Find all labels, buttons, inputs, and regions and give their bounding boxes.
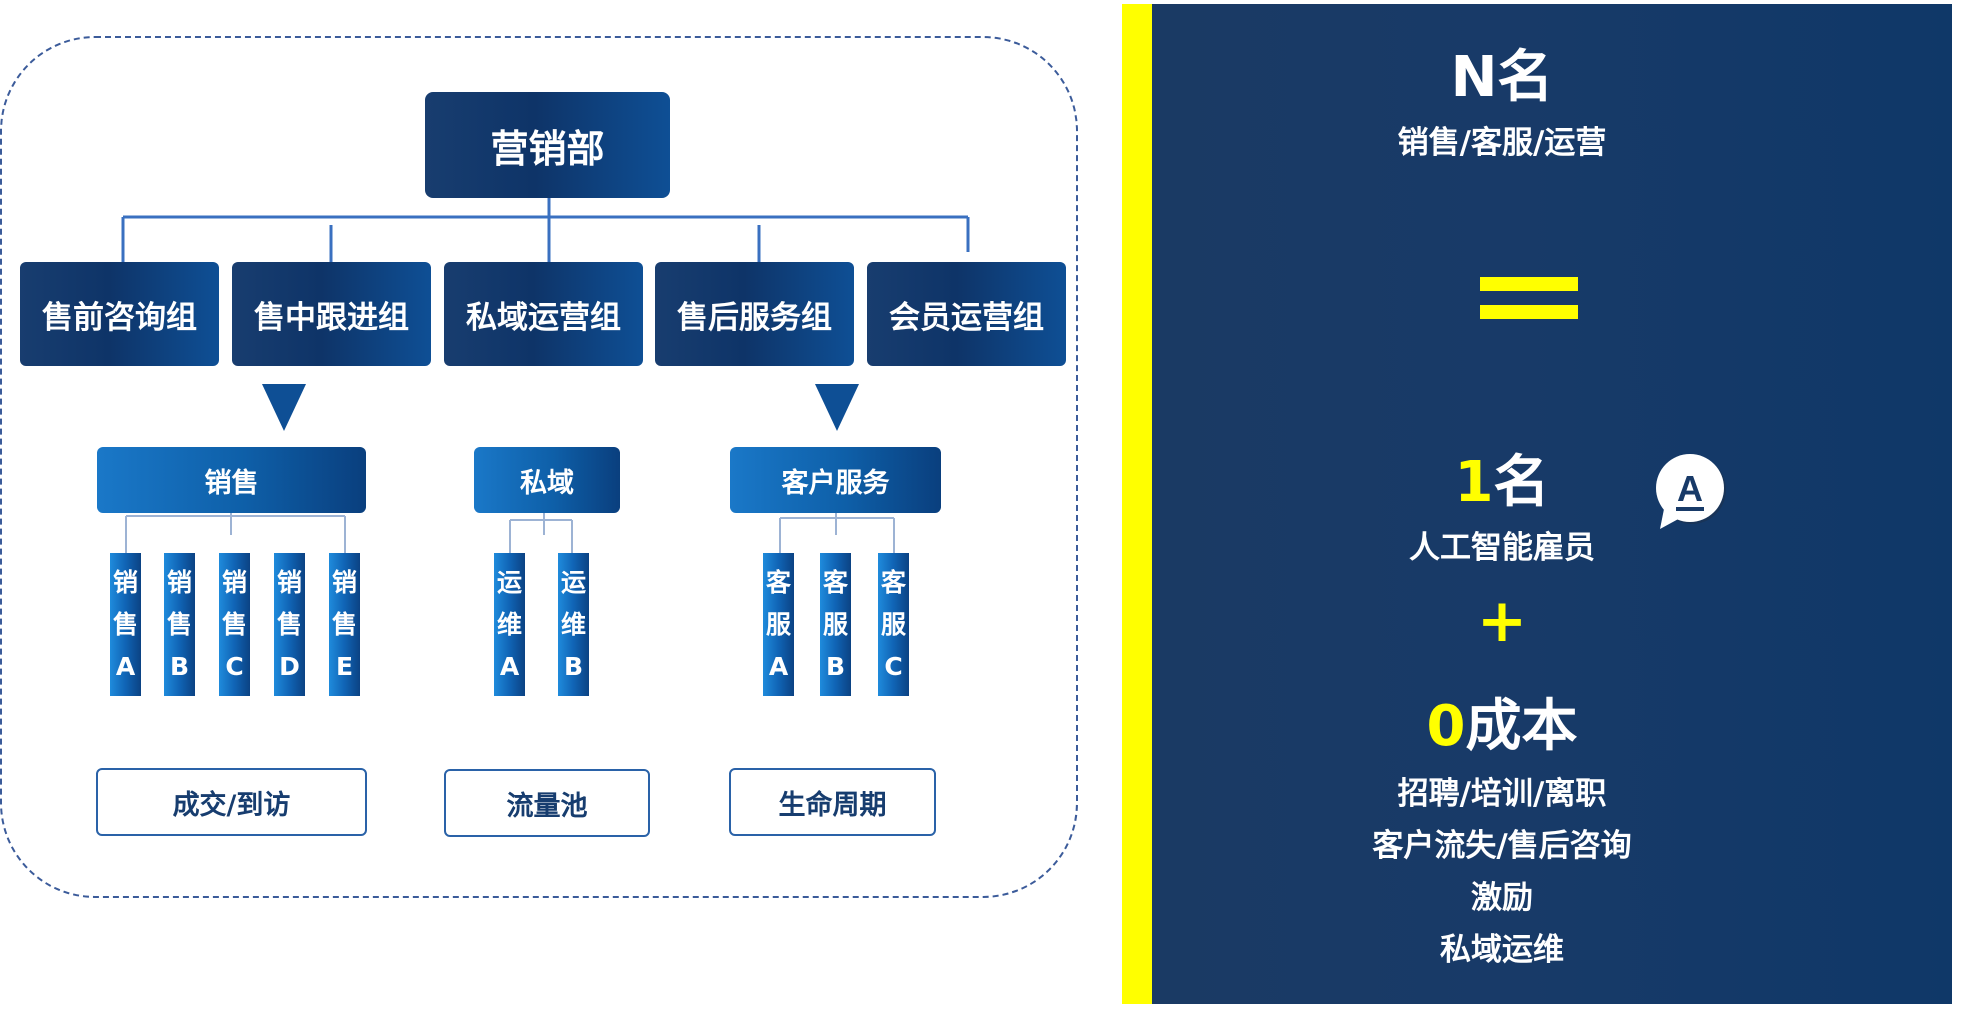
group-box-presale: 售前咨询组 — [20, 262, 219, 366]
team-box-sales: 销售 — [97, 447, 366, 513]
member-service-a: 客 服 A — [763, 553, 794, 696]
department-box: 营销部 — [425, 92, 670, 198]
focus-box-private: 流量池 — [444, 769, 650, 837]
ai-label: 人工智能雇员 — [1409, 530, 1595, 566]
cost-unit: 成本 — [1465, 694, 1578, 759]
cost-number: 0 — [1426, 694, 1466, 759]
group-box-aftersale: 售后服务组 — [655, 262, 854, 366]
roles-text: 销售/客服/运营 — [1397, 125, 1607, 161]
member-ops-b: 运 维 B — [558, 553, 589, 696]
member-sales-d: 销 售 D — [274, 553, 305, 696]
team-box-private: 私域 — [474, 447, 620, 513]
svg-text:A: A — [1677, 468, 1703, 509]
headcount-title: N名 — [1450, 45, 1554, 110]
saving-churn: 客户流失/售后咨询 — [1372, 828, 1632, 864]
group-box-private: 私域运营组 — [444, 262, 643, 366]
saving-private-ops: 私域运维 — [1440, 932, 1564, 968]
saving-incentive: 激励 — [1471, 880, 1533, 916]
member-service-c: 客 服 C — [878, 553, 909, 696]
ai-count-title: 1名 — [1152, 437, 1852, 518]
plus-sign: + — [1476, 586, 1528, 656]
down-triangle-icon — [262, 384, 306, 431]
member-service-b: 客 服 B — [820, 553, 851, 696]
focus-box-service: 生命周期 — [729, 768, 936, 836]
group-box-member: 会员运营组 — [867, 262, 1066, 366]
down-triangle-icon — [815, 384, 859, 431]
chat-letter-a-icon: A — [1656, 454, 1726, 529]
saving-recruit: 招聘/培训/离职 — [1397, 776, 1607, 812]
accent-bar — [1122, 4, 1152, 1004]
member-sales-e: 销 售 E — [329, 553, 360, 696]
member-sales-b: 销 售 B — [164, 553, 195, 696]
member-sales-c: 销 售 C — [219, 553, 250, 696]
summary-panel: N名 销售/客服/运营 1名 A 人工智能雇员 + 0成本 招聘/培训/离职 客… — [1152, 4, 1952, 1004]
org-chart-frame — [0, 36, 1078, 898]
member-ops-a: 运 维 A — [494, 553, 525, 696]
cost-title: 0成本 — [1152, 681, 1852, 762]
ai-count-unit: 名 — [1493, 450, 1550, 515]
connector-lines — [121, 198, 970, 553]
ai-count-number: 1 — [1454, 450, 1494, 515]
focus-box-sales: 成交/到访 — [96, 768, 367, 836]
team-box-service: 客户服务 — [730, 447, 941, 513]
member-sales-a: 销 售 A — [110, 553, 141, 696]
group-box-insale: 售中跟进组 — [232, 262, 431, 366]
